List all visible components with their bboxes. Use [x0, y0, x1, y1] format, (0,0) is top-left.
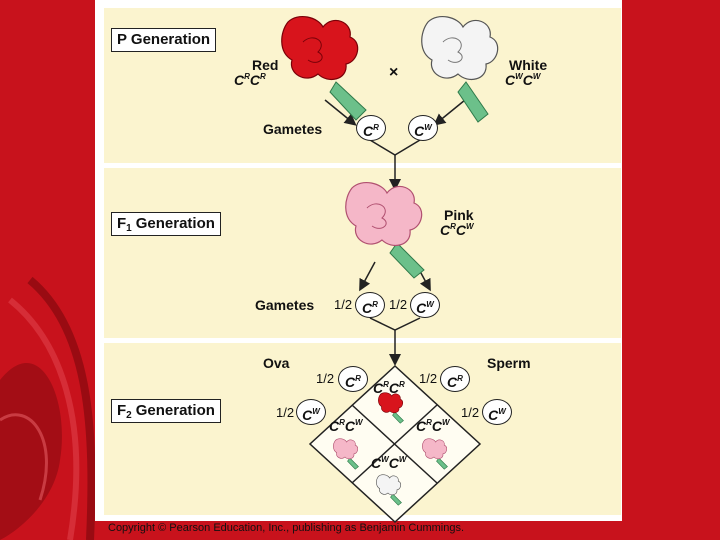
p-gamete-cw: CW	[408, 115, 438, 141]
pink-label: Pink	[444, 207, 474, 223]
ova-label: Ova	[263, 355, 290, 371]
f2-pink-flower-left-icon	[333, 438, 359, 470]
punnett-diamond	[308, 364, 482, 524]
copyright-notice: Copyright © Pearson Education, Inc., pub…	[108, 522, 465, 534]
p-generation-label: P Generation	[111, 28, 217, 52]
f2-red-flower-icon	[378, 392, 404, 424]
ova-cw: CW	[296, 399, 326, 425]
f1-gamete-1-fraction: 1/2	[334, 297, 353, 312]
f1-gamete-cw: CW	[410, 292, 440, 318]
ova-2-fraction: 1/2	[276, 405, 295, 420]
red-flower-icon	[281, 15, 367, 121]
punnett-right-genotype: CRCW	[416, 418, 450, 434]
f2-white-flower-icon	[376, 474, 402, 506]
punnett-top-genotype: CRCR	[373, 380, 405, 396]
red-genotype: CRCR	[234, 72, 266, 88]
f2-pink-flower-right-icon	[422, 438, 448, 470]
f1-gamete-2-fraction: 1/2	[389, 297, 408, 312]
p-gamete-cr: CR	[356, 115, 386, 141]
white-label: White	[509, 57, 548, 73]
p-generation-arrows	[324, 99, 466, 191]
sperm-1-fraction: 1/2	[419, 371, 438, 386]
pink-genotype: CRCW	[440, 222, 474, 238]
ova-cr: CR	[338, 366, 368, 392]
white-genotype: CWCW	[505, 72, 541, 88]
punnett-bottom-genotype: CWCW	[371, 455, 407, 471]
sperm-label: Sperm	[487, 355, 531, 371]
sperm-2-fraction: 1/2	[461, 405, 480, 420]
cross-symbol: ×	[389, 64, 399, 81]
white-flower-icon	[421, 15, 499, 123]
punnett-left-genotype: CRCW	[329, 418, 363, 434]
ova-1-fraction: 1/2	[316, 371, 335, 386]
pink-flower-icon	[345, 181, 425, 279]
f1-gamete-cr: CR	[355, 292, 385, 318]
red-label: Red	[252, 57, 279, 73]
p-gametes-label: Gametes	[263, 121, 323, 137]
f1-gametes-label: Gametes	[255, 297, 315, 313]
sperm-cw: CW	[482, 399, 512, 425]
sperm-cr: CR	[440, 366, 470, 392]
